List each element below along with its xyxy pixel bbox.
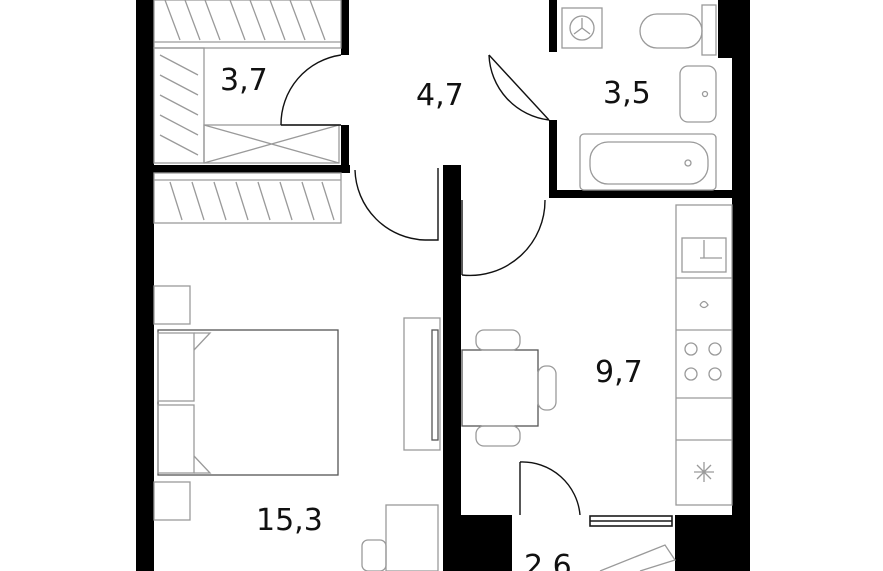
- wardrobe-door: [280, 54, 342, 126]
- room-labels: 3,7 4,7 3,5 9,7 15,3 2,6: [220, 63, 651, 571]
- balcony-right-post: [675, 540, 705, 571]
- balcony-door: [519, 461, 581, 516]
- left-outer-wall: [136, 0, 154, 571]
- balcony-window: [589, 515, 673, 527]
- bathroom-fixtures: [561, 4, 717, 191]
- center-partition-wall: [443, 165, 461, 571]
- bed: [153, 285, 339, 521]
- bedroom-area-label: 15,3: [256, 503, 323, 538]
- desk-chair: [361, 504, 439, 571]
- kitchen-counter: [675, 204, 733, 506]
- balcony-area-label: 2,6: [524, 549, 572, 571]
- bathroom-left-wall: [549, 0, 557, 52]
- kitchen-dining-set: [461, 329, 557, 447]
- bedroom-door: [354, 168, 439, 241]
- bathroom-left-wall-lower: [549, 120, 557, 196]
- bathroom-door: [488, 54, 550, 121]
- bedroom-wardrobe: [153, 172, 342, 224]
- bathroom-bottom-wall: [549, 190, 739, 198]
- bedroom-top-wall: [150, 165, 350, 173]
- bathroom-area-label: 3,5: [603, 76, 651, 111]
- balcony-furniture: [599, 544, 677, 571]
- bathroom-right-wall-top: [718, 0, 732, 58]
- tv-stand: [403, 317, 441, 451]
- wardrobe-right-wall-lower: [341, 125, 349, 167]
- kitchen-area-label: 9,7: [595, 355, 643, 390]
- wardrobe-shelving: [153, 0, 342, 164]
- kitchen-door: [461, 199, 546, 277]
- hall-area-label: 4,7: [416, 78, 464, 113]
- walls: [136, 0, 750, 571]
- balcony-left-post: [488, 540, 512, 571]
- wardrobe-right-wall: [341, 0, 349, 55]
- wardrobe-area-label: 3,7: [220, 63, 268, 98]
- right-outer-wall: [732, 0, 750, 520]
